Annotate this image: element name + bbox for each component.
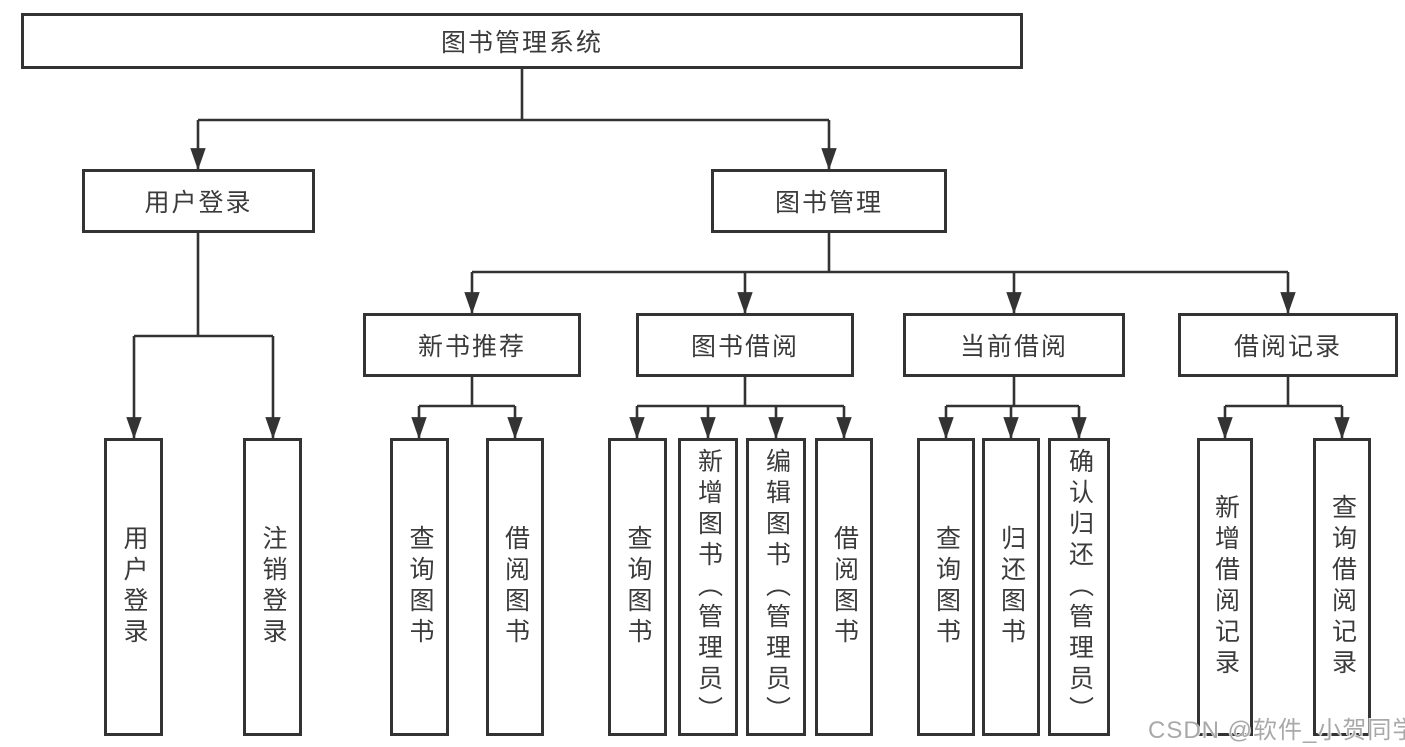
leaf-edit-books-admin: 编辑图书（管理员） [746,438,806,736]
node-library-management-system: 图书管理系统 [21,13,1023,69]
leaf-borrow-books: 借阅图书 [815,438,873,736]
leaf-add-books-admin: 新增图书（管理员） [678,438,738,736]
node-book-borrowing: 图书借阅 [636,313,854,377]
node-borrowing-records: 借阅记录 [1178,313,1398,377]
node-label: 编辑图书（管理员） [762,447,791,727]
leaf-query-books-current: 查询图书 [917,438,975,736]
node-label: 图书管理系统 [440,29,603,57]
node-label: 借阅图书 [501,525,530,649]
node-current-borrowing: 当前借阅 [903,313,1125,377]
leaf-add-borrow-record: 新增借阅记录 [1197,438,1253,736]
leaf-user-login: 用户登录 [104,438,163,736]
leaf-return-books: 归还图书 [982,438,1040,736]
node-label: 图书管理 [774,189,883,217]
leaf-query-books-borrowing: 查询图书 [608,438,667,736]
node-label: 查询图书 [406,525,434,649]
node-label: 确认归还（管理员） [1065,447,1094,727]
node-book-management: 图书管理 [711,169,947,233]
node-label: 用户登录 [144,189,253,217]
node-label: 归还图书 [997,525,1026,649]
node-label: 图书借阅 [690,333,799,361]
node-label: 借阅记录 [1233,333,1342,361]
leaf-confirm-return-admin: 确认归还（管理员） [1048,438,1110,736]
node-label: 注销登录 [259,525,287,649]
node-label: 查询图书 [624,525,652,649]
connector-arrows [126,120,1350,440]
node-label: 新书推荐 [417,333,526,361]
node-label: 用户登录 [120,525,148,649]
node-label: 查询借阅记录 [1328,494,1357,680]
node-label: 借阅图书 [830,525,859,649]
node-label: 查询图书 [932,525,961,649]
leaf-borrow-books-recommend: 借阅图书 [486,438,544,736]
leaf-logout: 注销登录 [243,438,302,736]
leaf-query-books-recommend: 查询图书 [390,438,449,736]
connector-skeleton [134,69,1342,408]
watermark-text: CSDN @软件_小贺同学 [1148,717,1405,744]
node-label: 当前借阅 [959,333,1068,361]
node-label: 新增图书（管理员） [694,447,723,727]
node-label: 新增借阅记录 [1211,494,1240,680]
leaf-query-borrow-record: 查询借阅记录 [1313,438,1371,736]
node-new-book-recommendation: 新书推荐 [363,313,581,377]
node-user-login: 用户登录 [82,169,315,233]
